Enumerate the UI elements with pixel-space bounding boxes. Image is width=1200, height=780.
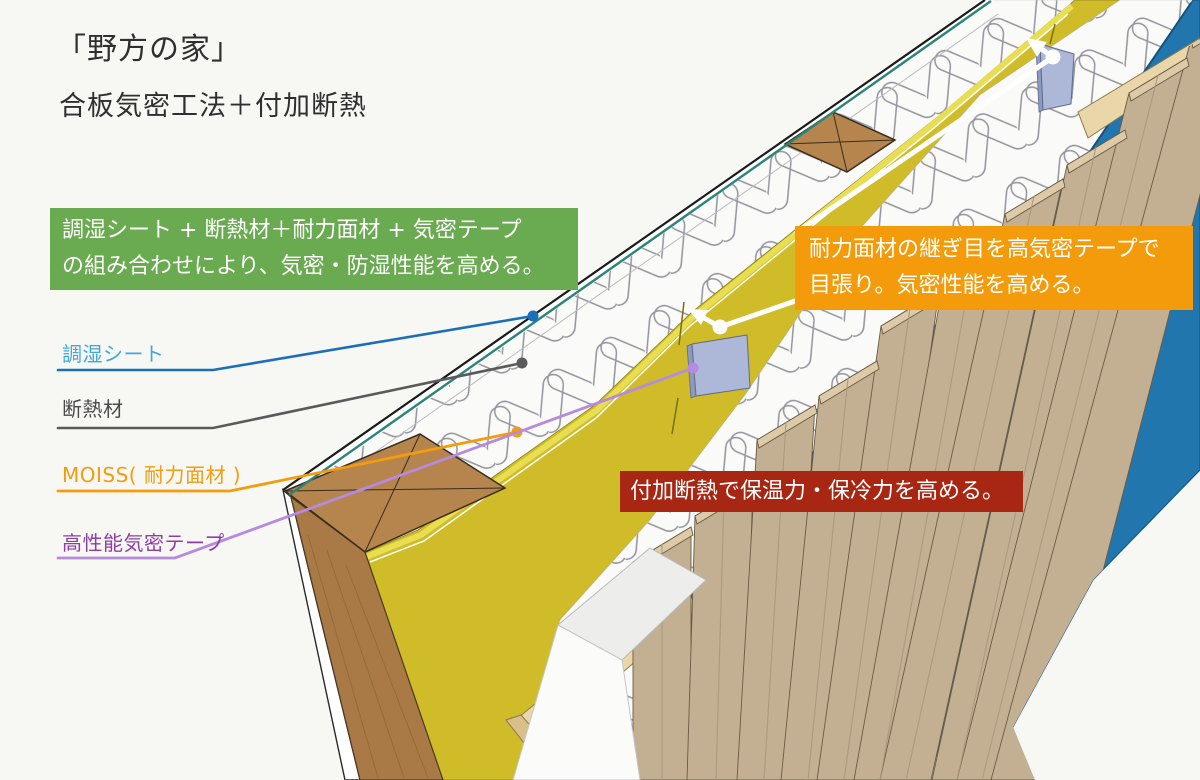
label-moiss-board: MOISS( 耐力面材 ) — [62, 463, 242, 487]
label-insulation: 断熱材 — [62, 397, 124, 421]
sheet-edge-front — [281, 488, 361, 780]
tape-arrow-middle — [688, 297, 801, 335]
callout-line: 目張り。気密性能を高める。 — [809, 273, 1095, 298]
page-title: 「野方の家」 — [56, 32, 242, 67]
callout-line: 調湿シート + 断熱材＋耐力面材 + 気密テープ — [62, 218, 522, 243]
wall-outer-line — [282, 0, 986, 491]
leader-moisture-sheet — [56, 314, 535, 372]
callout-line: の組み合わせにより、気密・防湿性能を高める。 — [62, 254, 545, 279]
leader-moiss — [56, 430, 519, 493]
leader-lines — [56, 310, 699, 560]
label-moisture-sheet: 調湿シート — [62, 342, 165, 366]
callout-airtight-combo: 調湿シート + 断熱材＋耐力面材 + 気密テープ の組み合わせにより、気密・防湿… — [50, 208, 578, 290]
tape-middle — [691, 334, 751, 397]
leader-tape — [56, 366, 695, 560]
moiss-edge-line — [369, 13, 1069, 563]
insulation-block-front — [512, 624, 641, 780]
page-subtitle: 合板気密工法＋付加断熱 — [59, 91, 367, 122]
callout-additional-insulation: 付加断熱で保温力・保冷力を高める。 — [620, 471, 1023, 512]
moiss-edge-highlight — [364, 3, 1074, 560]
leader-insulation — [56, 361, 524, 430]
moisture-sheet-line — [288, 0, 992, 496]
callout-line: 付加断熱で保温力・保冷力を高める。 — [630, 479, 1005, 504]
callout-tape-seams: 耐力面材の継ぎ目を高気密テープで 目張り。気密性能を高める。 — [795, 226, 1193, 310]
tape-arrow-top — [794, 38, 1061, 235]
tape-callout-arrows — [688, 38, 1061, 335]
label-airtight-tape: 高性能気密テープ — [62, 531, 225, 555]
callout-line: 耐力面材の継ぎ目を高気密テープで — [809, 237, 1160, 262]
